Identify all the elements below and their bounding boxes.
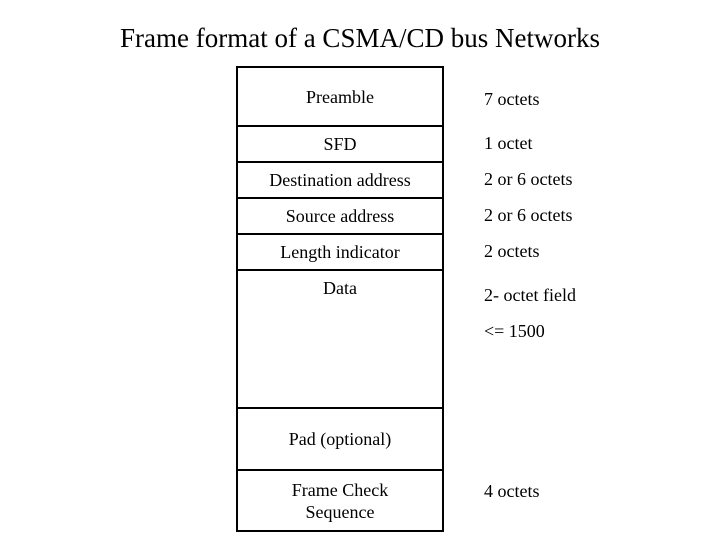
frame-field-pad-optional: Pad (optional)	[236, 407, 444, 469]
frame-field-sfd: SFD	[236, 125, 444, 161]
annotation-preamble-size: 7 octets	[484, 89, 540, 109]
frame-field-label: Pad (optional)	[288, 429, 392, 449]
annotation-source-size: 2 or 6 octets	[484, 205, 573, 225]
annotation-sfd-size: 1 octet	[484, 133, 533, 153]
annotation-fcs-size: 4 octets	[484, 481, 540, 501]
frame-field-label: Preamble	[306, 86, 374, 107]
frame-field-label: Frame Check Sequence	[291, 479, 389, 522]
frame-field-destination-address: Destination address	[236, 161, 444, 197]
frame-field-label: Source address	[285, 206, 395, 226]
annotation-data-field-size: 2- octet field	[484, 285, 576, 305]
frame-field-label: Data	[323, 278, 357, 298]
annotation-destination-size: 2 or 6 octets	[484, 169, 573, 189]
annotation-data-max-size: <= 1500	[484, 321, 545, 341]
frame-field-source-address: Source address	[236, 197, 444, 233]
annotation-length-size: 2 octets	[484, 241, 540, 261]
frame-field-label: Length indicator	[280, 242, 400, 262]
frame-field-frame-check-sequence: Frame Check Sequence	[236, 469, 444, 532]
frame-field-preamble: Preamble	[236, 66, 444, 125]
frame-field-label: SFD	[323, 134, 357, 154]
frame-field-length-indicator: Length indicator	[236, 233, 444, 269]
frame-format-diagram: Preamble SFD Destination address Source …	[236, 66, 444, 532]
frame-field-label: Destination address	[269, 170, 411, 190]
frame-field-data: Data	[236, 269, 444, 407]
page-title: Frame format of a CSMA/CD bus Networks	[120, 23, 600, 53]
